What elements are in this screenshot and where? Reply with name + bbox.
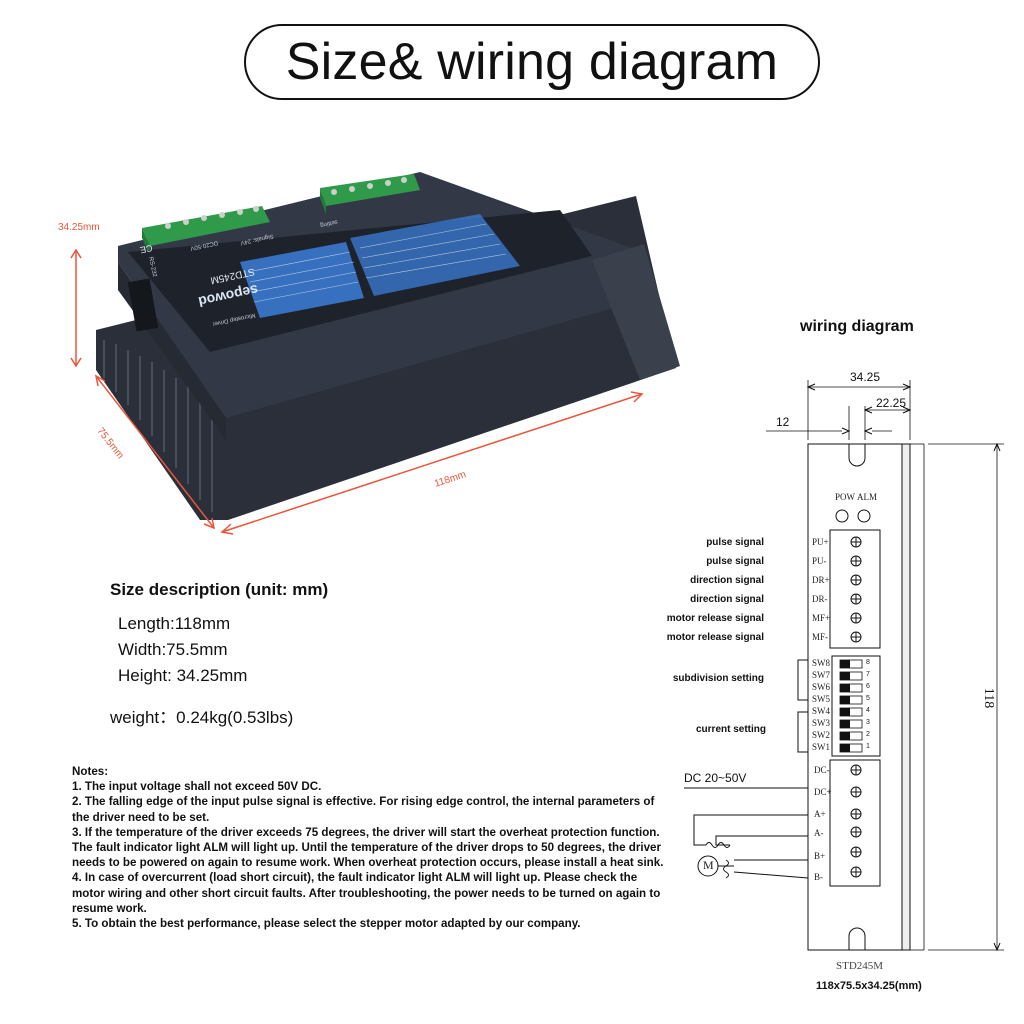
note-item: 1. The input voltage shall not exceed 50…: [72, 780, 322, 794]
current-label: current setting: [695, 724, 766, 735]
switch-number: 7: [866, 671, 870, 678]
note-item: 5. To obtain the best performance, pleas…: [72, 917, 581, 931]
switch-number: 6: [866, 683, 870, 690]
switch-number: 3: [866, 719, 870, 726]
signal-label: motor release signal: [666, 632, 764, 643]
size-length: Length:118mm: [118, 614, 231, 633]
wiring-dim-height: 118: [981, 687, 997, 709]
dip-switches: [839, 659, 863, 753]
wiring-title: wiring diagram: [800, 318, 914, 335]
switch-number: 4: [866, 707, 870, 714]
motor-symbol-label: M: [703, 858, 714, 872]
notes-heading: Notes:: [72, 765, 109, 778]
led-pow: [835, 509, 849, 523]
size-weight: weight：0.24kg(0.53lbs): [110, 708, 294, 727]
note-item: 3. If the temperature of the driver exce…: [72, 825, 664, 870]
switch-number: 5: [866, 695, 870, 702]
wiring-model: STD245M: [836, 960, 884, 972]
power-pin: DC+: [814, 787, 832, 797]
power-screws: [850, 764, 862, 878]
power-pin: A+: [814, 809, 826, 819]
signal-pin: DR-: [812, 594, 828, 604]
power-pin: B+: [814, 851, 826, 861]
power-terminal-block: [829, 759, 881, 887]
terminal-block-left: [142, 206, 270, 256]
wiring-dim-top: 34.25: [850, 370, 881, 384]
led-alm-label: ALM: [857, 492, 877, 502]
note-item: 2. The falling edge of the input pulse s…: [72, 795, 655, 824]
signal-terminal-block: [829, 529, 881, 649]
switch-pin: SW3: [812, 718, 830, 728]
switch-pin: SW1: [812, 742, 830, 752]
dimension-arrows: [70, 248, 644, 535]
size-height: Height: 34.25mm: [118, 666, 248, 685]
dc-label: DC 20~50V: [684, 771, 747, 785]
signal-label: direction signal: [690, 575, 764, 586]
wiring-dim-left: 12: [776, 415, 790, 429]
led-pow-label: POW: [835, 492, 855, 502]
signal-pin: MF-: [812, 632, 829, 642]
subdivision-label: subdivision setting: [672, 673, 764, 684]
signal-pin: MF+: [812, 613, 831, 623]
switch-pin: SW6: [812, 682, 830, 692]
wiring-caption: 118x75.5x34.25(mm): [816, 980, 922, 992]
led-alm: [857, 509, 871, 523]
switch-pin: SW8: [812, 658, 830, 668]
signal-label: direction signal: [690, 594, 764, 605]
size-heading: Size description (unit: mm): [110, 580, 329, 599]
dip-switch-block: [831, 655, 881, 757]
mount-slot-top: [848, 444, 866, 467]
signal-label: pulse signal: [706, 556, 764, 567]
signal-screws: [850, 536, 862, 643]
signal-pin: PU-: [812, 556, 827, 566]
signal-pin: PU+: [812, 537, 829, 547]
notes-section: Notes: 1. The input voltage shall not ex…: [72, 764, 672, 931]
heatsink-fins: [103, 340, 213, 512]
switch-number: 1: [866, 743, 870, 750]
switch-pin: SW7: [812, 670, 830, 680]
switch-number: 8: [866, 659, 870, 666]
signal-pin: DR+: [812, 575, 830, 585]
switch-pin: SW2: [812, 730, 830, 740]
wiring-dim-inner: 22.25: [876, 396, 907, 410]
switch-pin: SW5: [812, 694, 830, 704]
power-pin: DC-: [814, 765, 830, 775]
mount-slot-bottom: [848, 927, 866, 950]
power-pin: B-: [814, 872, 823, 882]
power-pin: A-: [814, 828, 824, 838]
signal-label: pulse signal: [706, 537, 764, 548]
signal-label: motor release signal: [666, 613, 764, 624]
note-item: 4. In case of overcurrent (load short ci…: [72, 871, 661, 915]
switch-pin: SW4: [812, 706, 830, 716]
page-title: Size& wiring diagram: [244, 24, 820, 100]
switch-number: 2: [866, 731, 870, 738]
photo-dim-height: 34.25mm: [58, 222, 100, 233]
size-width: Width:75.5mm: [118, 640, 228, 659]
terminal-block-right: [320, 174, 420, 214]
